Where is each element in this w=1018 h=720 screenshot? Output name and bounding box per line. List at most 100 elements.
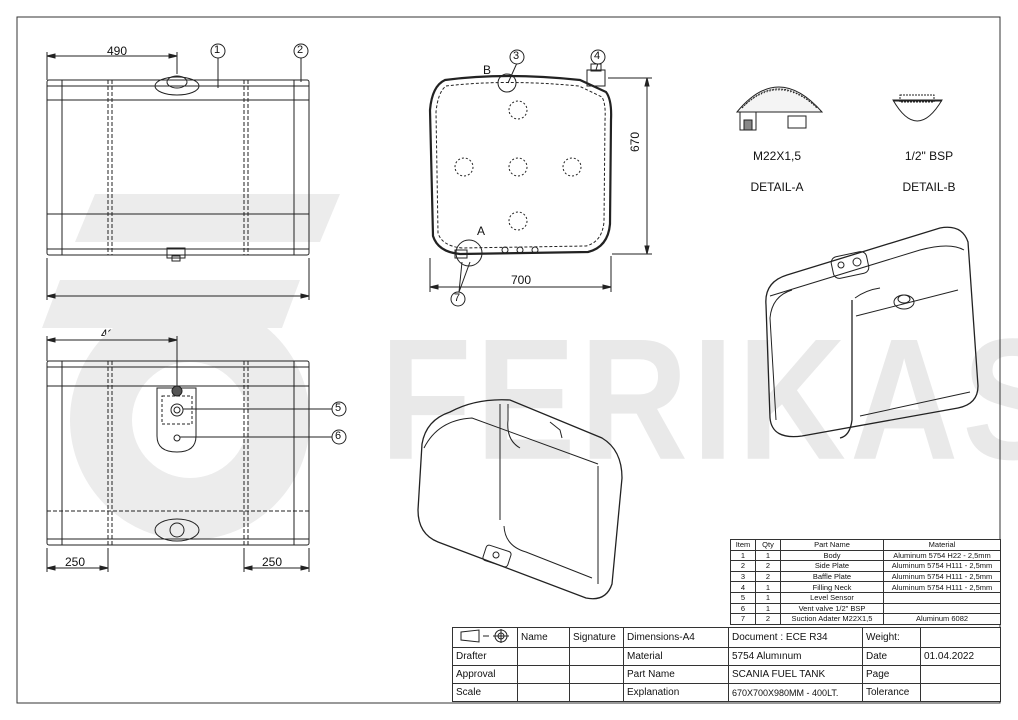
table-cell: Vent valve 1/2" BSP (780, 602, 884, 615)
balloon-5: 5 (335, 402, 342, 414)
tb-scale-name (517, 683, 570, 702)
table-cell: Filling Neck (780, 581, 884, 593)
detail-a-title: DETAIL-A (750, 180, 804, 194)
tb-page-label: Page (862, 665, 921, 684)
tb-explanation-label: Explanation (623, 683, 729, 702)
table-row: 6 1 Vent valve 1/2" BSP (730, 602, 1001, 615)
third-angle-projection-icon (460, 629, 509, 643)
table-cell: 1 (755, 591, 781, 604)
tb-name-label: Name (517, 627, 570, 648)
iso-view-right (765, 226, 979, 439)
table-cell: 1 (755, 581, 781, 593)
balloon-3: 3 (513, 50, 520, 62)
parts-header-row: Item Qty Part Name Material (730, 539, 1001, 551)
detail-a-thread: M22X1,5 (752, 149, 802, 163)
table-cell: Body (780, 549, 884, 562)
tb-date-value: 01.04.2022 (920, 647, 1001, 666)
detail-marker-a: A (477, 224, 486, 238)
tb-drafter-signature (569, 647, 624, 666)
tb-part-name-label: Part Name (623, 665, 729, 684)
parts-header-item: Item (730, 539, 756, 551)
tb-drafter-label: Drafter (452, 647, 518, 666)
balloon-1: 1 (214, 44, 221, 56)
detail-b-title: DETAIL-B (902, 180, 956, 194)
tb-material-label: Material (623, 647, 729, 666)
tb-part-name-value: SCANIA FUEL TANK (728, 665, 863, 684)
tb-dimensions: Dimensions-A4 (623, 627, 729, 648)
tb-approval-name (517, 665, 570, 684)
table-cell: Aluminum 5754 H111 - 2,5mm (883, 560, 1001, 572)
detail-b-sketch (892, 94, 943, 122)
title-block-row: Scale Explanation 670X700X980MM - 400LT.… (452, 683, 1001, 702)
table-cell: 2 (755, 570, 781, 583)
tb-weight-label: Weight: (862, 627, 921, 648)
end-view (428, 49, 652, 307)
title-block: Name Signature Dimensions-A4 Document : … (452, 627, 1001, 702)
table-row: 2 2 Side Plate Aluminum 5754 H111 - 2,5m… (730, 560, 1001, 572)
dim-bottom-250-right: 250 (262, 555, 283, 569)
sheet-border (16, 16, 1001, 704)
detail-marker-b: B (483, 63, 492, 77)
tb-scale-signature (569, 683, 624, 702)
tb-tolerance-label: Tolerance (862, 683, 921, 702)
balloon-6: 6 (335, 430, 342, 442)
table-cell: Aluminum 5754 H22 - 2,5mm (883, 549, 1001, 562)
dim-end-700: 700 (511, 273, 532, 287)
table-row: 3 2 Baffle Plate Aluminum 5754 H111 - 2,… (730, 570, 1001, 583)
table-cell: 1 (755, 602, 781, 615)
title-block-row: Name Signature Dimensions-A4 Document : … (452, 627, 1001, 648)
table-cell (883, 591, 1001, 604)
title-block-row: Approval Part Name SCANIA FUEL TANK Page (452, 665, 1001, 684)
balloon-2: 2 (297, 44, 304, 56)
tb-material-value: 5754 Alumınum (728, 647, 863, 666)
tb-date-label: Date (862, 647, 921, 666)
table-cell: 2 (755, 560, 781, 572)
table-cell: Baffle Plate (780, 570, 884, 583)
table-cell: Level Sensor (780, 591, 884, 604)
tb-approval-signature (569, 665, 624, 684)
table-cell (883, 602, 1001, 615)
parts-header-part-name: Part Name (780, 539, 884, 551)
watermark-logo (42, 194, 340, 540)
table-cell: 6 (730, 602, 756, 615)
tb-tolerance-value (920, 683, 1001, 702)
top-view (46, 43, 310, 300)
table-cell: 3 (730, 570, 756, 583)
balloon-7: 7 (454, 292, 461, 304)
table-cell: 1 (730, 549, 756, 562)
tb-scale-label: Scale (452, 683, 518, 702)
table-cell: Aluminum 5754 H111 - 2,5mm (883, 581, 1001, 593)
dim-top-490: 490 (107, 44, 128, 58)
table-cell: 4 (730, 581, 756, 593)
table-cell: Aluminum 5754 H111 - 2,5mm (883, 570, 1001, 583)
table-cell: 2 (730, 560, 756, 572)
parts-header-qty: Qty (755, 539, 781, 551)
table-cell: 1 (755, 549, 781, 562)
parts-list-table: Item Qty Part Name Material 1 1 Body Alu… (730, 539, 1001, 625)
bottom-view (46, 336, 347, 572)
table-row: 4 1 Filling Neck Aluminum 5754 H111 - 2,… (730, 581, 1001, 593)
tb-drafter-name (517, 647, 570, 666)
iso-view-left (417, 399, 623, 600)
table-cell: Side Plate (780, 560, 884, 572)
tb-explanation-value: 670X700X980MM - 400LT. (728, 683, 863, 702)
projection-symbol (452, 627, 518, 648)
tb-page-value (920, 665, 1001, 684)
tb-approval-label: Approval (452, 665, 518, 684)
title-block-row: Drafter Material 5754 Alumınum Date 01.0… (452, 647, 1001, 666)
detail-b-thread: 1/2" BSP (904, 149, 954, 163)
balloon-4: 4 (594, 50, 601, 62)
table-cell: 2 (755, 613, 781, 625)
table-row: 5 1 Level Sensor (730, 591, 1001, 604)
detail-a-sketch (735, 86, 824, 131)
table-cell: Aluminum 6082 (883, 613, 1001, 625)
table-cell: 5 (730, 591, 756, 604)
table-cell: 7 (730, 613, 756, 625)
tb-signature-label: Signature (569, 627, 624, 648)
table-cell: Suction Adater M22X1,5 (780, 613, 884, 625)
table-row: 7 2 Suction Adater M22X1,5 Aluminum 6082 (730, 613, 1001, 625)
parts-header-material: Material (883, 539, 1001, 551)
watermark-text: FERIKAS (380, 302, 1018, 496)
